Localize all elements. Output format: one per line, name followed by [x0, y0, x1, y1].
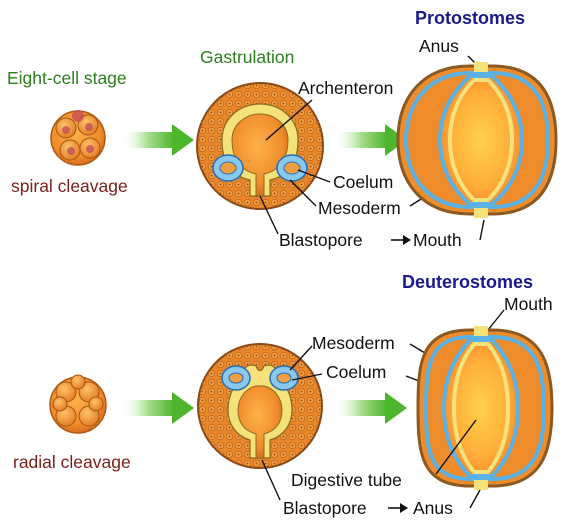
coelum-label-top: Coelum — [333, 172, 393, 192]
coelum-leader-bottom — [291, 373, 323, 381]
anus-label-top: Anus — [419, 36, 459, 56]
radial-cleavage-label: radial cleavage — [13, 452, 131, 472]
protostomes-title: Protostomes — [415, 8, 525, 28]
protostome-body — [396, 62, 558, 218]
blastopore-leader-top — [259, 195, 279, 235]
mouth-label-bottom: Mouth — [504, 294, 553, 314]
coelum-label-bottom: Coelum — [326, 362, 386, 382]
mesoderm-leader-top — [289, 179, 317, 207]
mouth-label-top: Mouth — [413, 230, 462, 250]
mesoderm-label-bottom: Mesoderm — [312, 333, 395, 353]
gastrulation-label: Gastrulation — [200, 47, 294, 67]
digestive-tube-label: Digestive tube — [291, 470, 402, 490]
mesoderm-label-top: Mesoderm — [318, 198, 401, 218]
spiral-cleavage-label: spiral cleavage — [11, 176, 128, 196]
gastrula-embryo-top — [196, 82, 324, 210]
mesoderm-leader-bottom — [289, 345, 313, 371]
deuterostomes-title: Deuterostomes — [402, 272, 533, 292]
arrow-right-icon — [388, 503, 408, 513]
eight-cell-embryo-bottom — [49, 374, 107, 434]
blastopore-label-bottom: Blastopore — [283, 498, 367, 518]
arrow-icon — [122, 124, 194, 156]
archenteron-label: Archenteron — [298, 78, 393, 98]
arrow-icon — [122, 392, 194, 424]
arrow-icon — [335, 124, 407, 156]
anus-leader-bottom — [469, 489, 481, 509]
anus-label-bottom: Anus — [413, 498, 453, 518]
eight-cell-stage-label: Eight-cell stage — [7, 68, 127, 88]
mouth-leader-top — [479, 219, 485, 241]
deuterostome-body — [416, 326, 554, 490]
blastopore-label-top: Blastopore — [279, 230, 363, 250]
eight-cell-embryo-top — [50, 110, 106, 166]
arrow-right-icon — [391, 235, 411, 245]
gastrula-embryo-bottom — [197, 343, 323, 469]
coelum-leader-top — [297, 169, 331, 183]
archenteron-leader — [265, 99, 313, 141]
arrow-icon — [335, 392, 407, 424]
mouth-leader-bottom — [487, 309, 505, 331]
digestive-tube-leader — [435, 419, 477, 475]
blastopore-leader-bottom — [261, 459, 281, 501]
